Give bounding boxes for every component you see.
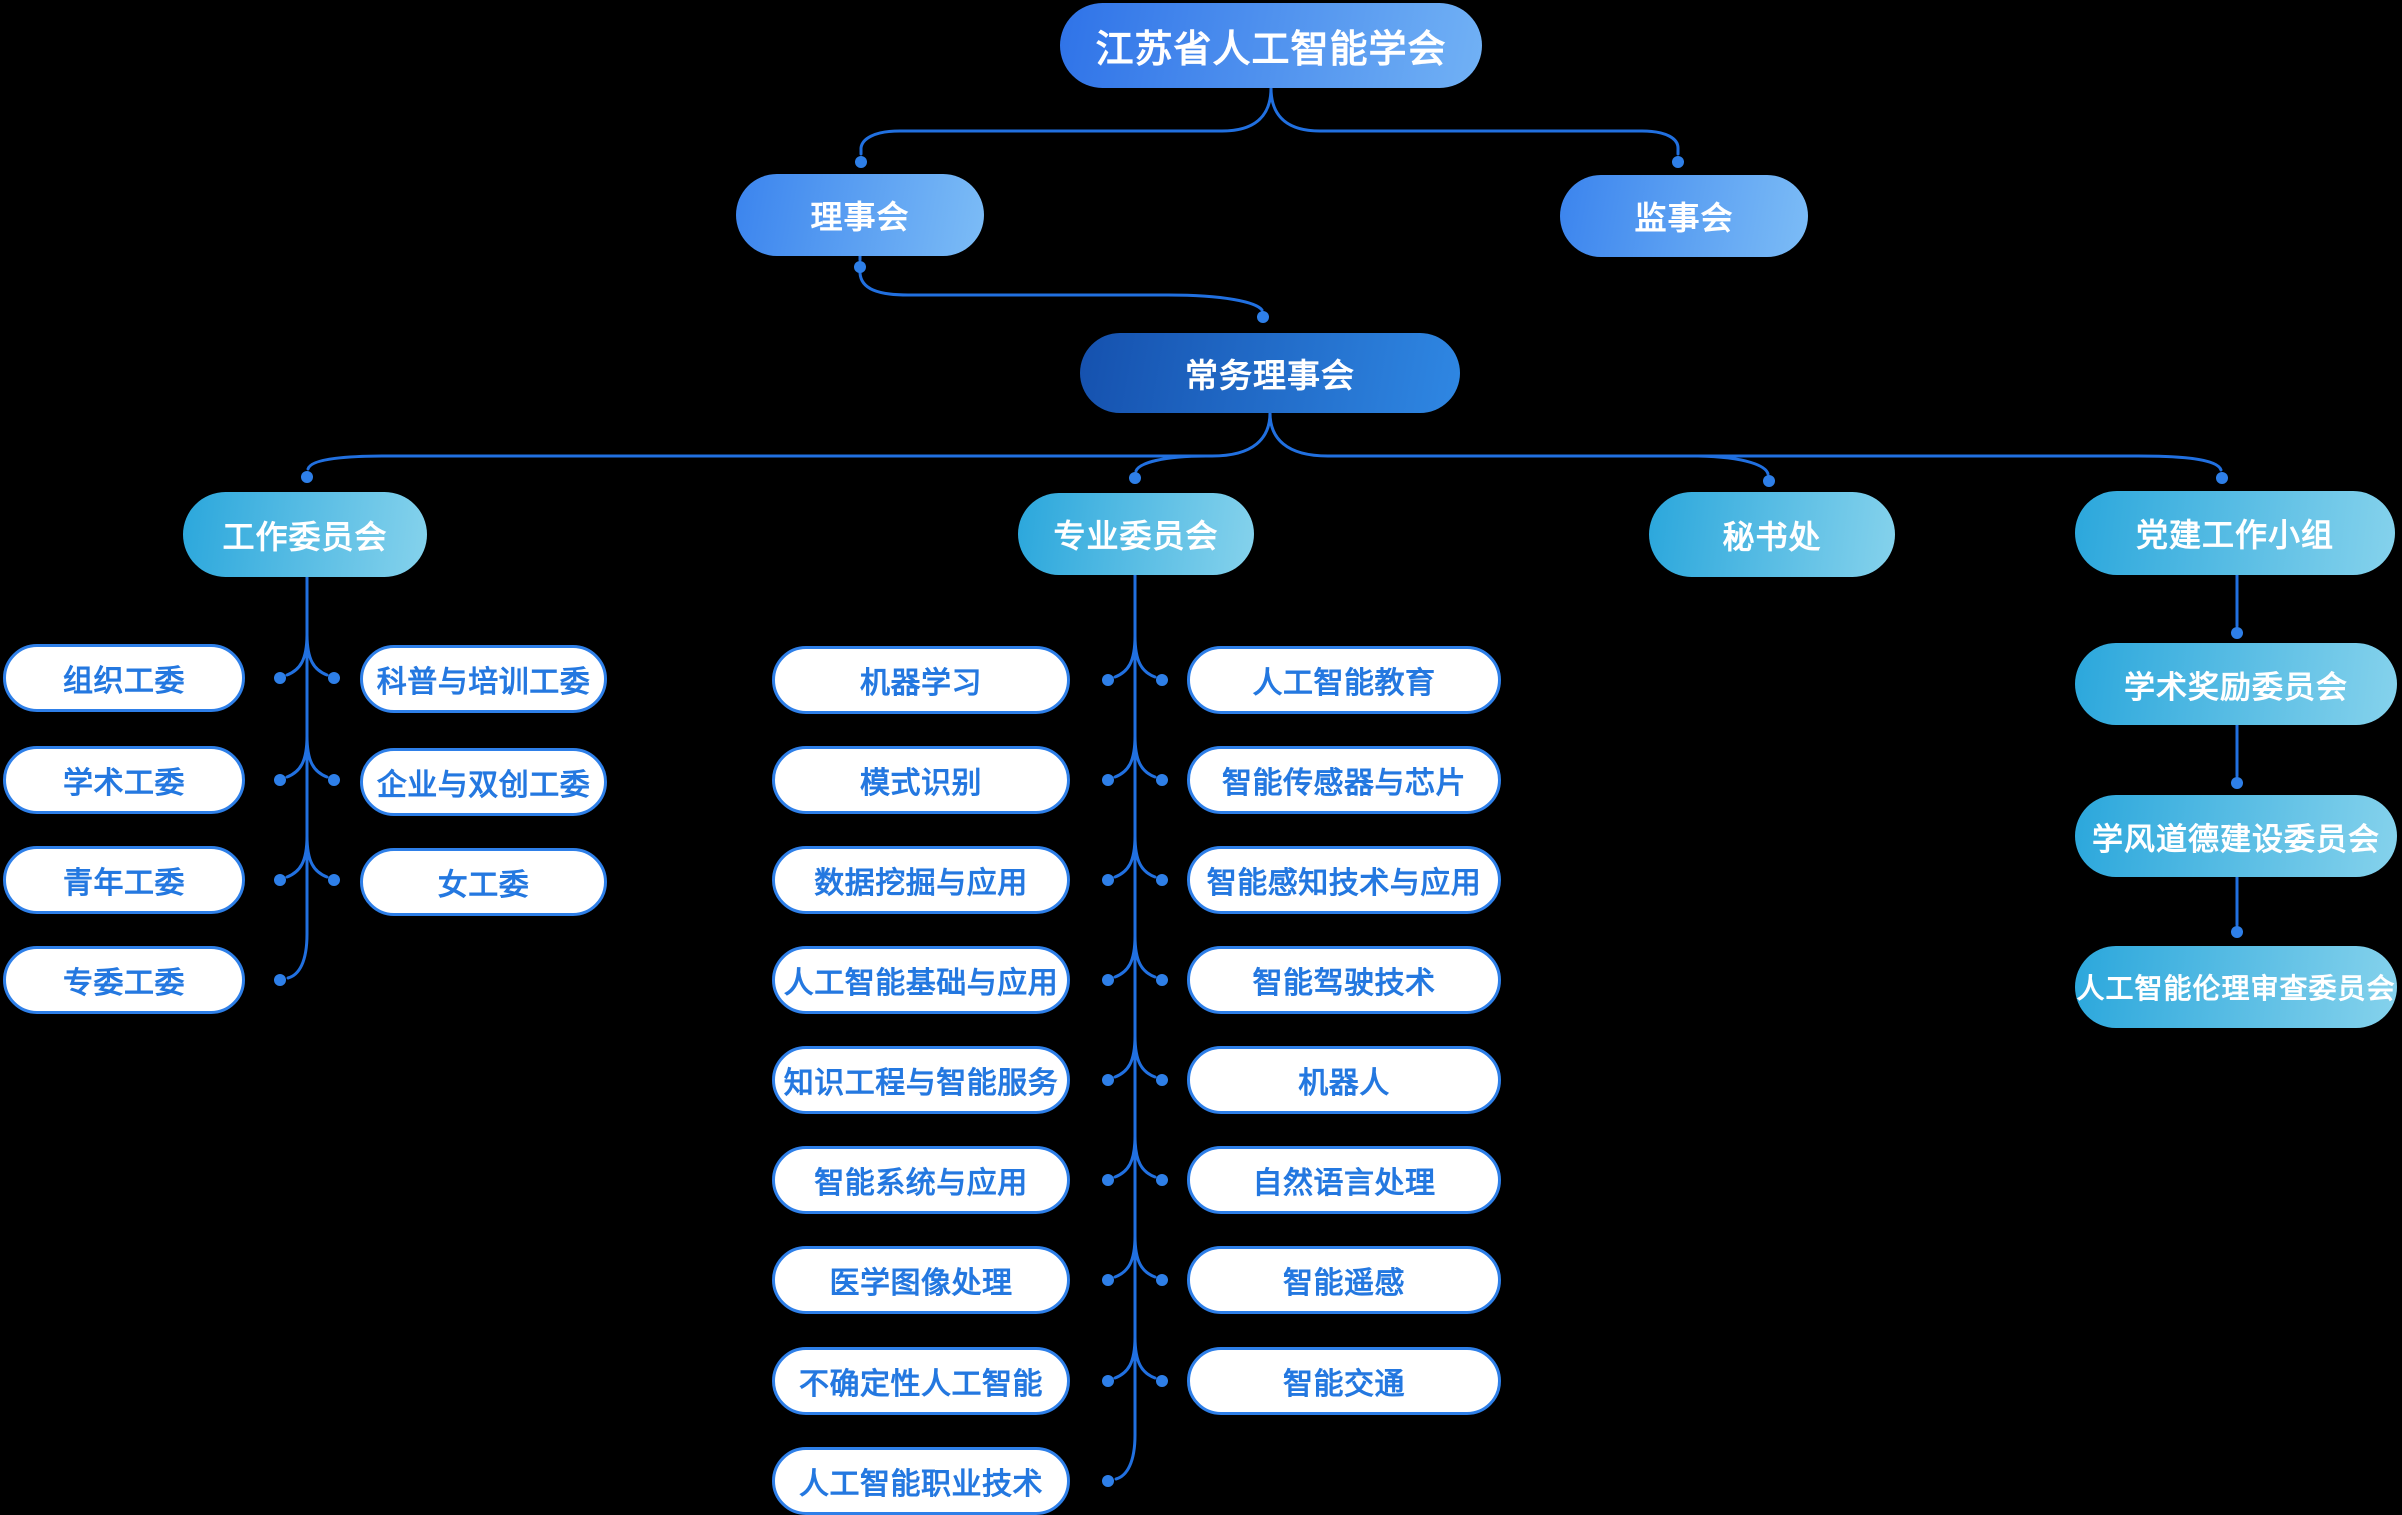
org-node: 智能传感器与芯片 bbox=[1187, 746, 1501, 814]
org-node: 青年工委 bbox=[3, 846, 245, 914]
node-professional-committee: 专业委员会 bbox=[1018, 493, 1254, 575]
org-node: 数据挖掘与应用 bbox=[772, 846, 1070, 914]
node-root: 江苏省人工智能学会 bbox=[1060, 3, 1482, 88]
org-node: 不确定性人工智能 bbox=[772, 1347, 1070, 1415]
org-node: 企业与双创工委 bbox=[360, 748, 607, 816]
org-node: 自然语言处理 bbox=[1187, 1146, 1501, 1214]
org-node: 医学图像处理 bbox=[772, 1246, 1070, 1314]
node-supervisory: 监事会 bbox=[1560, 175, 1808, 257]
org-node: 人工智能基础与应用 bbox=[772, 946, 1070, 1014]
org-node: 人工智能伦理审查委员会 bbox=[2075, 946, 2397, 1028]
org-node: 女工委 bbox=[360, 848, 607, 916]
org-node: 智能遥感 bbox=[1187, 1246, 1501, 1314]
org-node: 专委工委 bbox=[3, 946, 245, 1014]
org-node: 模式识别 bbox=[772, 746, 1070, 814]
node-work-committee: 工作委员会 bbox=[183, 492, 427, 577]
node-secretariat: 秘书处 bbox=[1649, 492, 1895, 577]
node-board: 理事会 bbox=[736, 174, 984, 256]
org-node: 智能系统与应用 bbox=[772, 1146, 1070, 1214]
org-node: 人工智能教育 bbox=[1187, 646, 1501, 714]
org-node: 人工智能职业技术 bbox=[772, 1447, 1070, 1515]
org-node: 机器学习 bbox=[772, 646, 1070, 714]
org-node: 智能交通 bbox=[1187, 1347, 1501, 1415]
node-party-group: 党建工作小组 bbox=[2075, 491, 2395, 575]
org-node: 学术奖励委员会 bbox=[2075, 643, 2397, 725]
org-node: 科普与培训工委 bbox=[360, 645, 607, 713]
node-standing: 常务理事会 bbox=[1080, 333, 1460, 413]
org-node: 学风道德建设委员会 bbox=[2075, 795, 2397, 877]
org-node: 组织工委 bbox=[3, 644, 245, 712]
org-node: 学术工委 bbox=[3, 746, 245, 814]
org-node: 机器人 bbox=[1187, 1046, 1501, 1114]
org-node: 智能驾驶技术 bbox=[1187, 946, 1501, 1014]
org-node: 知识工程与智能服务 bbox=[772, 1046, 1070, 1114]
org-node: 智能感知技术与应用 bbox=[1187, 846, 1501, 914]
